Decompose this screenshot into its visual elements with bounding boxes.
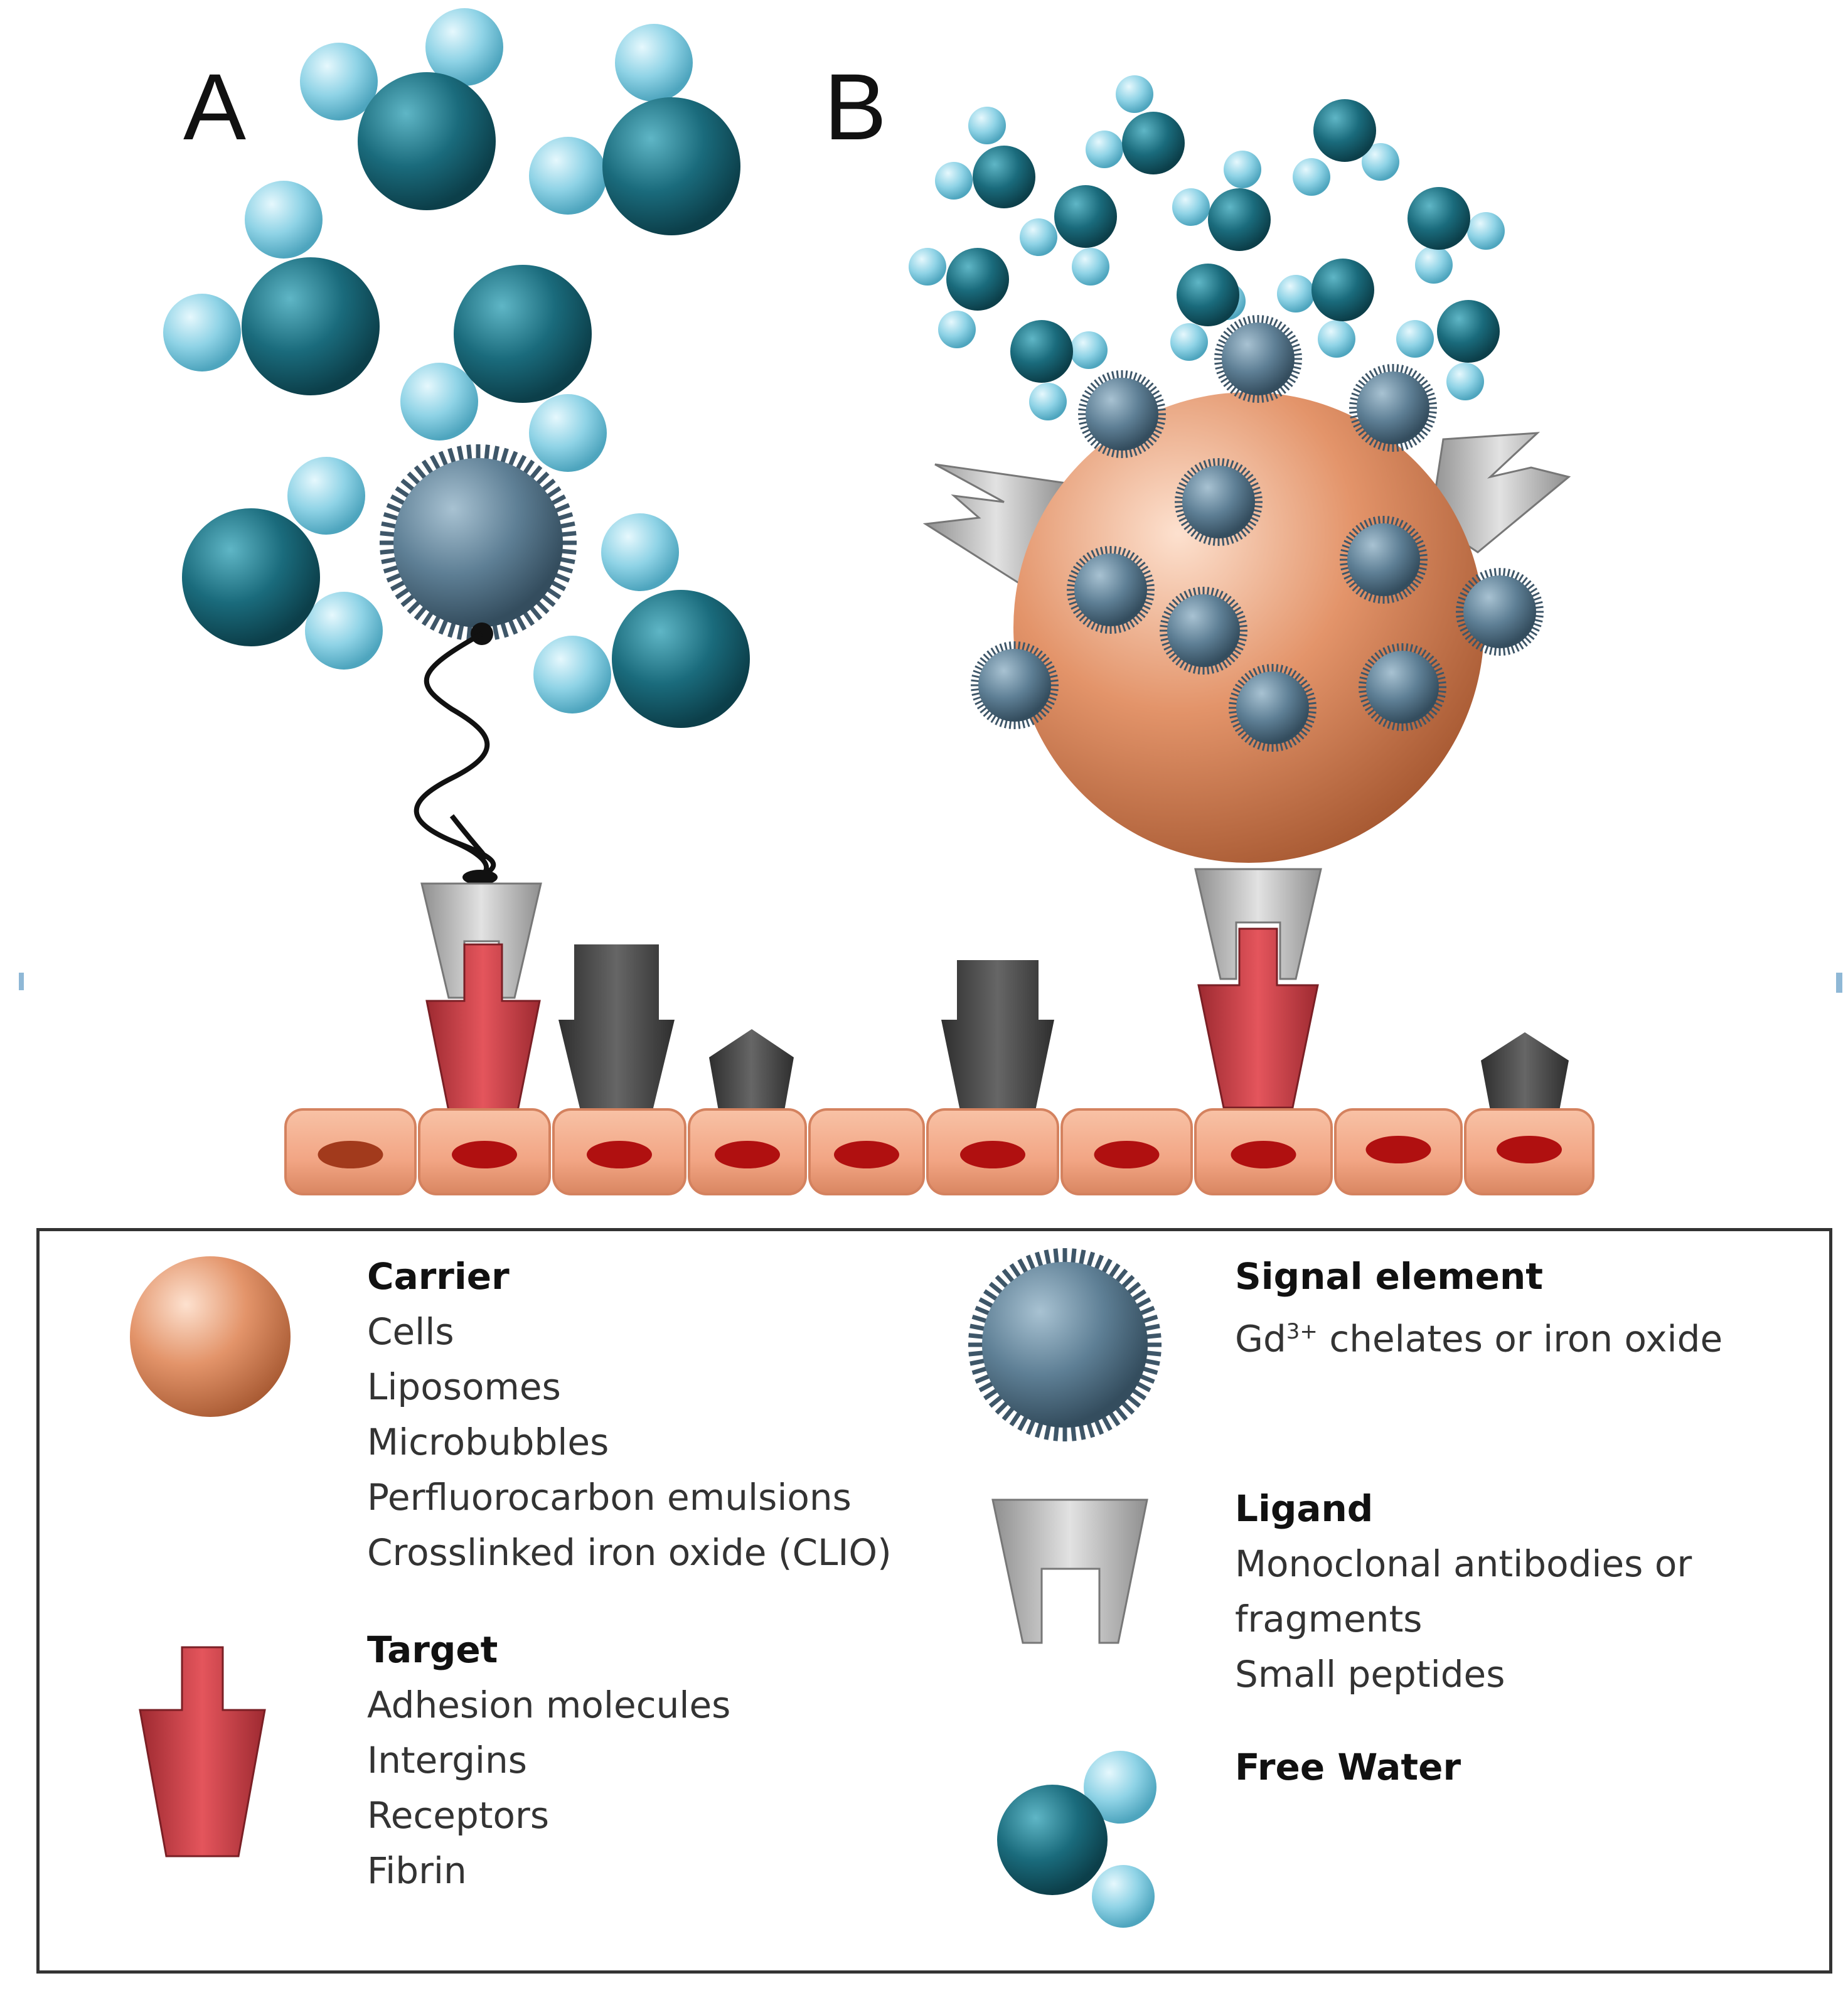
- legend-ligand-item: Small peptides: [1235, 1653, 1505, 1696]
- signal-element: [1340, 516, 1428, 604]
- endothelial-cell: [552, 1108, 686, 1195]
- legend-signal-prefix: Gd: [1235, 1317, 1286, 1360]
- water-molecule-small: [909, 248, 1009, 348]
- water-molecule: [300, 8, 503, 210]
- legend-ligand-item: fragments: [1235, 1598, 1423, 1640]
- water-molecule: [400, 265, 607, 472]
- water-molecule-small: [1277, 259, 1374, 358]
- legend-signal: Signal element Gd3+ chelates or iron oxi…: [1235, 1249, 1722, 1366]
- ligand-bottom: [1194, 868, 1322, 980]
- legend-ligand-item: Monoclonal antibodies or: [1235, 1542, 1692, 1585]
- left-edge-mark: [19, 973, 24, 990]
- signal-element: [1078, 370, 1166, 458]
- signal-element: [380, 444, 577, 641]
- legend-ligand-title: Ligand: [1235, 1487, 1374, 1530]
- legend-ligand: Ligand Monoclonal antibodies or fragment…: [1235, 1481, 1692, 1702]
- legend-water-icon: [997, 1751, 1156, 1928]
- legend-water-title: Free Water: [1235, 1746, 1461, 1788]
- linker-chain: [414, 622, 498, 885]
- signal-element: [1229, 664, 1317, 752]
- receptor-pentagon-2: [1481, 1032, 1569, 1111]
- water-molecule-small: [935, 107, 1035, 208]
- water-molecule-small: [1010, 320, 1108, 420]
- signal-element: [1160, 587, 1247, 675]
- receptor-dark-2: [941, 960, 1054, 1111]
- water-molecule-small: [1407, 187, 1505, 284]
- legend-box: [36, 1228, 1832, 1974]
- endothelial-cell: [926, 1108, 1059, 1195]
- legend-ligand-icon: [991, 1499, 1148, 1644]
- legend-carrier-item: Crosslinked iron oxide (CLIO): [367, 1531, 892, 1574]
- legend-carrier-item: Perfluorocarbon emulsions: [367, 1476, 852, 1519]
- signal-element: [1359, 643, 1446, 731]
- legend-signal-icon: [968, 1248, 1162, 1441]
- endothelial-cell: [1194, 1108, 1333, 1195]
- endothelial-cell: [1060, 1108, 1193, 1195]
- legend-carrier-title: Carrier: [367, 1255, 510, 1298]
- target-b: [1197, 927, 1319, 1109]
- water-molecule: [182, 457, 383, 670]
- signal-elements-b: [971, 315, 1544, 752]
- legend-carrier-item: Cells: [367, 1310, 454, 1353]
- signal-element: [1175, 458, 1263, 546]
- endothelial-cell: [688, 1108, 807, 1195]
- panel-label-a: A: [183, 54, 247, 159]
- receptor-pentagon-1: [709, 1029, 794, 1111]
- signal-element: [1349, 364, 1437, 452]
- legend-carrier-icon: [130, 1256, 291, 1417]
- endothelial-cell: [808, 1108, 925, 1195]
- signal-element: [1456, 568, 1544, 656]
- legend-target: Target Adhesion molecules Intergins Rece…: [367, 1622, 730, 1898]
- legend-signal-suffix: chelates or iron oxide: [1317, 1317, 1723, 1360]
- right-edge-mark: [1836, 973, 1842, 993]
- panel-label-b: B: [824, 54, 887, 159]
- legend-carrier: Carrier Cells Liposomes Microbubbles Per…: [367, 1249, 892, 1580]
- endothelial-cell: [1334, 1108, 1463, 1195]
- endothelial-cell-layer: [284, 1108, 1594, 1195]
- signal-element: [971, 641, 1059, 729]
- signal-element: [1214, 315, 1302, 403]
- endothelial-cell: [284, 1108, 417, 1195]
- legend-target-item: Receptors: [367, 1794, 550, 1837]
- water-molecule-small: [1020, 185, 1117, 286]
- water-molecule-small: [1170, 264, 1246, 361]
- legend-carrier-item: Microbubbles: [367, 1421, 609, 1463]
- receptor-dark-1: [558, 944, 675, 1111]
- legend-target-item: Intergins: [367, 1739, 528, 1782]
- water-molecule-small: [1172, 151, 1271, 251]
- water-molecule: [533, 513, 750, 728]
- legend-target-icon: [139, 1646, 266, 1857]
- endothelial-cell: [418, 1108, 551, 1195]
- legend-signal-sup: 3+: [1286, 1319, 1318, 1344]
- legend-carrier-item: Liposomes: [367, 1365, 561, 1408]
- water-molecule-small: [1396, 300, 1500, 400]
- legend-target-title: Target: [367, 1628, 498, 1671]
- ligand-a: [420, 882, 542, 999]
- endothelial-cell: [1464, 1108, 1594, 1195]
- legend-icons: [130, 1248, 1162, 1928]
- legend-water: Free Water: [1235, 1739, 1461, 1795]
- water-molecule-small: [1293, 99, 1399, 196]
- signal-element: [968, 1248, 1162, 1441]
- carrier-sphere: [1013, 392, 1484, 863]
- free-water-molecules-b: [909, 75, 1505, 420]
- legend-target-item: Fibrin: [367, 1849, 467, 1892]
- water-molecule-small: [1086, 75, 1185, 174]
- signal-element-a: [380, 444, 577, 641]
- free-water-molecules-a: [163, 8, 750, 728]
- legend-signal-desc: Gd3+ chelates or iron oxide: [1235, 1304, 1722, 1366]
- legend-target-item: Adhesion molecules: [367, 1684, 731, 1726]
- legend-signal-title: Signal element: [1235, 1255, 1544, 1298]
- water-molecule: [529, 24, 740, 235]
- water-molecule: [163, 181, 380, 395]
- signal-element: [1067, 546, 1155, 634]
